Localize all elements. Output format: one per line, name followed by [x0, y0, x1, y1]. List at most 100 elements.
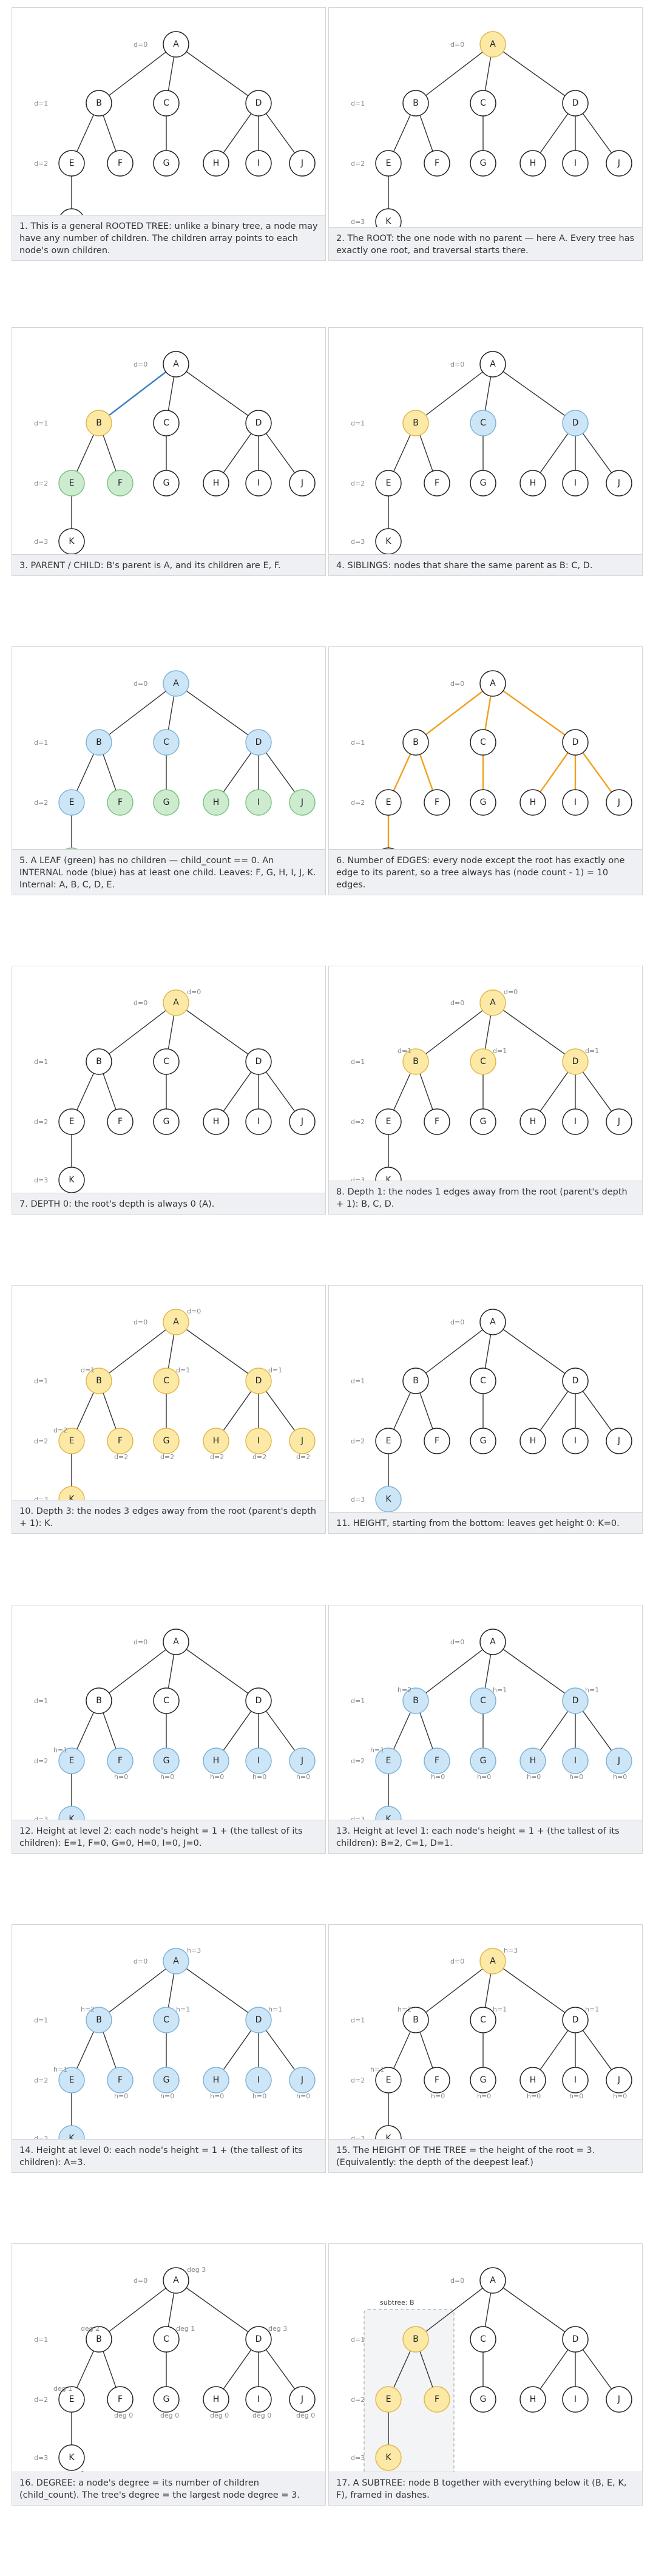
- node-label: E: [386, 2395, 391, 2404]
- tree-node-F: F: [424, 1428, 450, 1454]
- level-label: d=0: [450, 680, 464, 688]
- node-annotation: deg 0: [252, 2412, 271, 2419]
- node-label: H: [213, 2075, 220, 2085]
- level-label: d=1: [34, 2016, 48, 2024]
- tree-node-G: G: [153, 470, 180, 497]
- level-label: d=3: [34, 538, 48, 546]
- panel-caption: 7. DEPTH 0: the root's depth is always 0…: [12, 1193, 325, 1214]
- tree-node-J: J: [606, 789, 632, 816]
- node-label: J: [300, 1117, 303, 1127]
- node-annotation: deg 0: [296, 2412, 315, 2419]
- node-label: A: [490, 1317, 496, 1327]
- tree-node-E: E: [375, 789, 402, 816]
- node-label: K: [385, 1175, 391, 1185]
- tree-node-I: I: [562, 1428, 589, 1454]
- node-annotation: h=3: [187, 1947, 201, 1954]
- node-label: C: [163, 418, 169, 428]
- tree-diagram: d=0d=1d=2d=3ABh=2Ch=1Dh=1Eh=1Fh=0Gh=0Hh=…: [351, 1629, 632, 1839]
- tree-node-B: B: [402, 729, 429, 756]
- tree-node-H: H: [203, 1428, 229, 1454]
- edge-A-D: [492, 2280, 576, 2340]
- edge-A-B: [98, 2280, 177, 2340]
- edge-A-D: [492, 1961, 576, 2021]
- node-annotation: h=0: [160, 1773, 174, 1781]
- tree-node-A: A: [163, 1309, 189, 1335]
- level-label: d=0: [134, 361, 147, 368]
- node-label: C: [480, 737, 486, 747]
- node-annotation: d=2: [160, 1453, 174, 1461]
- tree-node-F: F: [107, 1428, 134, 1454]
- level-label: d=2: [34, 1118, 48, 1126]
- node-label: B: [413, 418, 419, 428]
- node-annotation: h=0: [160, 2092, 174, 2100]
- node-annotation: deg 0: [160, 2412, 179, 2419]
- node-label: D: [572, 1376, 579, 1386]
- node-label: H: [530, 158, 536, 168]
- edge-A-B: [98, 683, 177, 743]
- tree-node-J: J: [606, 1108, 632, 1135]
- node-label: D: [572, 2334, 579, 2344]
- panel-caption: 15. The HEIGHT OF THE TREE = the height …: [329, 2139, 642, 2172]
- node-annotation: h=2: [81, 2005, 95, 2013]
- level-label: d=2: [351, 2076, 365, 2084]
- tree-node-E: E: [375, 1747, 402, 1774]
- tree-node-F: F: [424, 150, 450, 177]
- node-label: I: [257, 2395, 260, 2404]
- edge-A-B: [98, 364, 177, 424]
- tree-node-A: A: [479, 1309, 506, 1335]
- node-label: G: [480, 1756, 487, 1766]
- node-label: C: [163, 1376, 169, 1386]
- level-label: d=0: [450, 2277, 464, 2285]
- panel-caption: 16. DEGREE: a node's degree = its number…: [12, 2472, 325, 2505]
- tree-node-D: D: [245, 90, 272, 117]
- tree-node-B: B: [402, 90, 429, 117]
- tree-node-E: E: [375, 1108, 402, 1135]
- node-annotation: deg 0: [114, 2412, 133, 2419]
- node-label: J: [300, 158, 303, 168]
- tree-panel-12: d=0d=1d=2d=3ABh=2Ch=1Dh=1Eh=1Fh=0Gh=0Hh=…: [328, 1605, 643, 1854]
- tree-node-B: B: [86, 2326, 112, 2353]
- node-label: F: [118, 158, 123, 168]
- tree-node-E: E: [58, 1108, 85, 1135]
- tree-node-H: H: [519, 1108, 546, 1135]
- node-label: I: [574, 2075, 577, 2085]
- tree-node-I: I: [562, 2067, 589, 2093]
- tree-node-B: B: [402, 410, 429, 436]
- node-label: E: [386, 798, 391, 807]
- node-label: J: [617, 478, 620, 488]
- tree-node-E: E: [375, 150, 402, 177]
- tree-node-E: E: [58, 789, 85, 816]
- level-label: d=1: [34, 1058, 48, 1066]
- tree-node-J: J: [289, 1428, 316, 1454]
- node-label: G: [480, 1117, 487, 1127]
- panel-caption: 5. A LEAF (green) has no children — chil…: [12, 849, 325, 895]
- tree-node-H: H: [203, 2386, 229, 2413]
- tree-node-J: J: [606, 150, 632, 177]
- node-label: C: [480, 2334, 486, 2344]
- level-label: d=0: [450, 41, 464, 49]
- node-label: K: [385, 2134, 391, 2143]
- node-label: G: [480, 798, 487, 807]
- node-label: G: [163, 1756, 170, 1766]
- tree-node-D: D: [245, 1048, 272, 1075]
- node-label: D: [572, 98, 579, 108]
- tree-node-C: C: [470, 1687, 496, 1714]
- node-label: A: [490, 679, 496, 688]
- edge-A-D: [492, 364, 576, 424]
- tree-node-F: F: [107, 470, 134, 497]
- tree-node-D: D: [245, 1368, 272, 1394]
- tree-panel-10: d=0d=1d=2d=3ABCDEFGHIJKh=011. HEIGHT, st…: [328, 1285, 643, 1534]
- node-label: H: [530, 2395, 536, 2404]
- node-label: B: [413, 98, 419, 108]
- node-label: H: [213, 1436, 220, 1446]
- node-annotation: h=1: [268, 2005, 282, 2013]
- node-annotation: h=0: [613, 1773, 627, 1781]
- tree-node-E: E: [58, 1428, 85, 1454]
- level-label: d=1: [351, 2336, 365, 2344]
- node-annotation: d=1: [81, 1366, 95, 1374]
- tree-node-J: J: [289, 2386, 316, 2413]
